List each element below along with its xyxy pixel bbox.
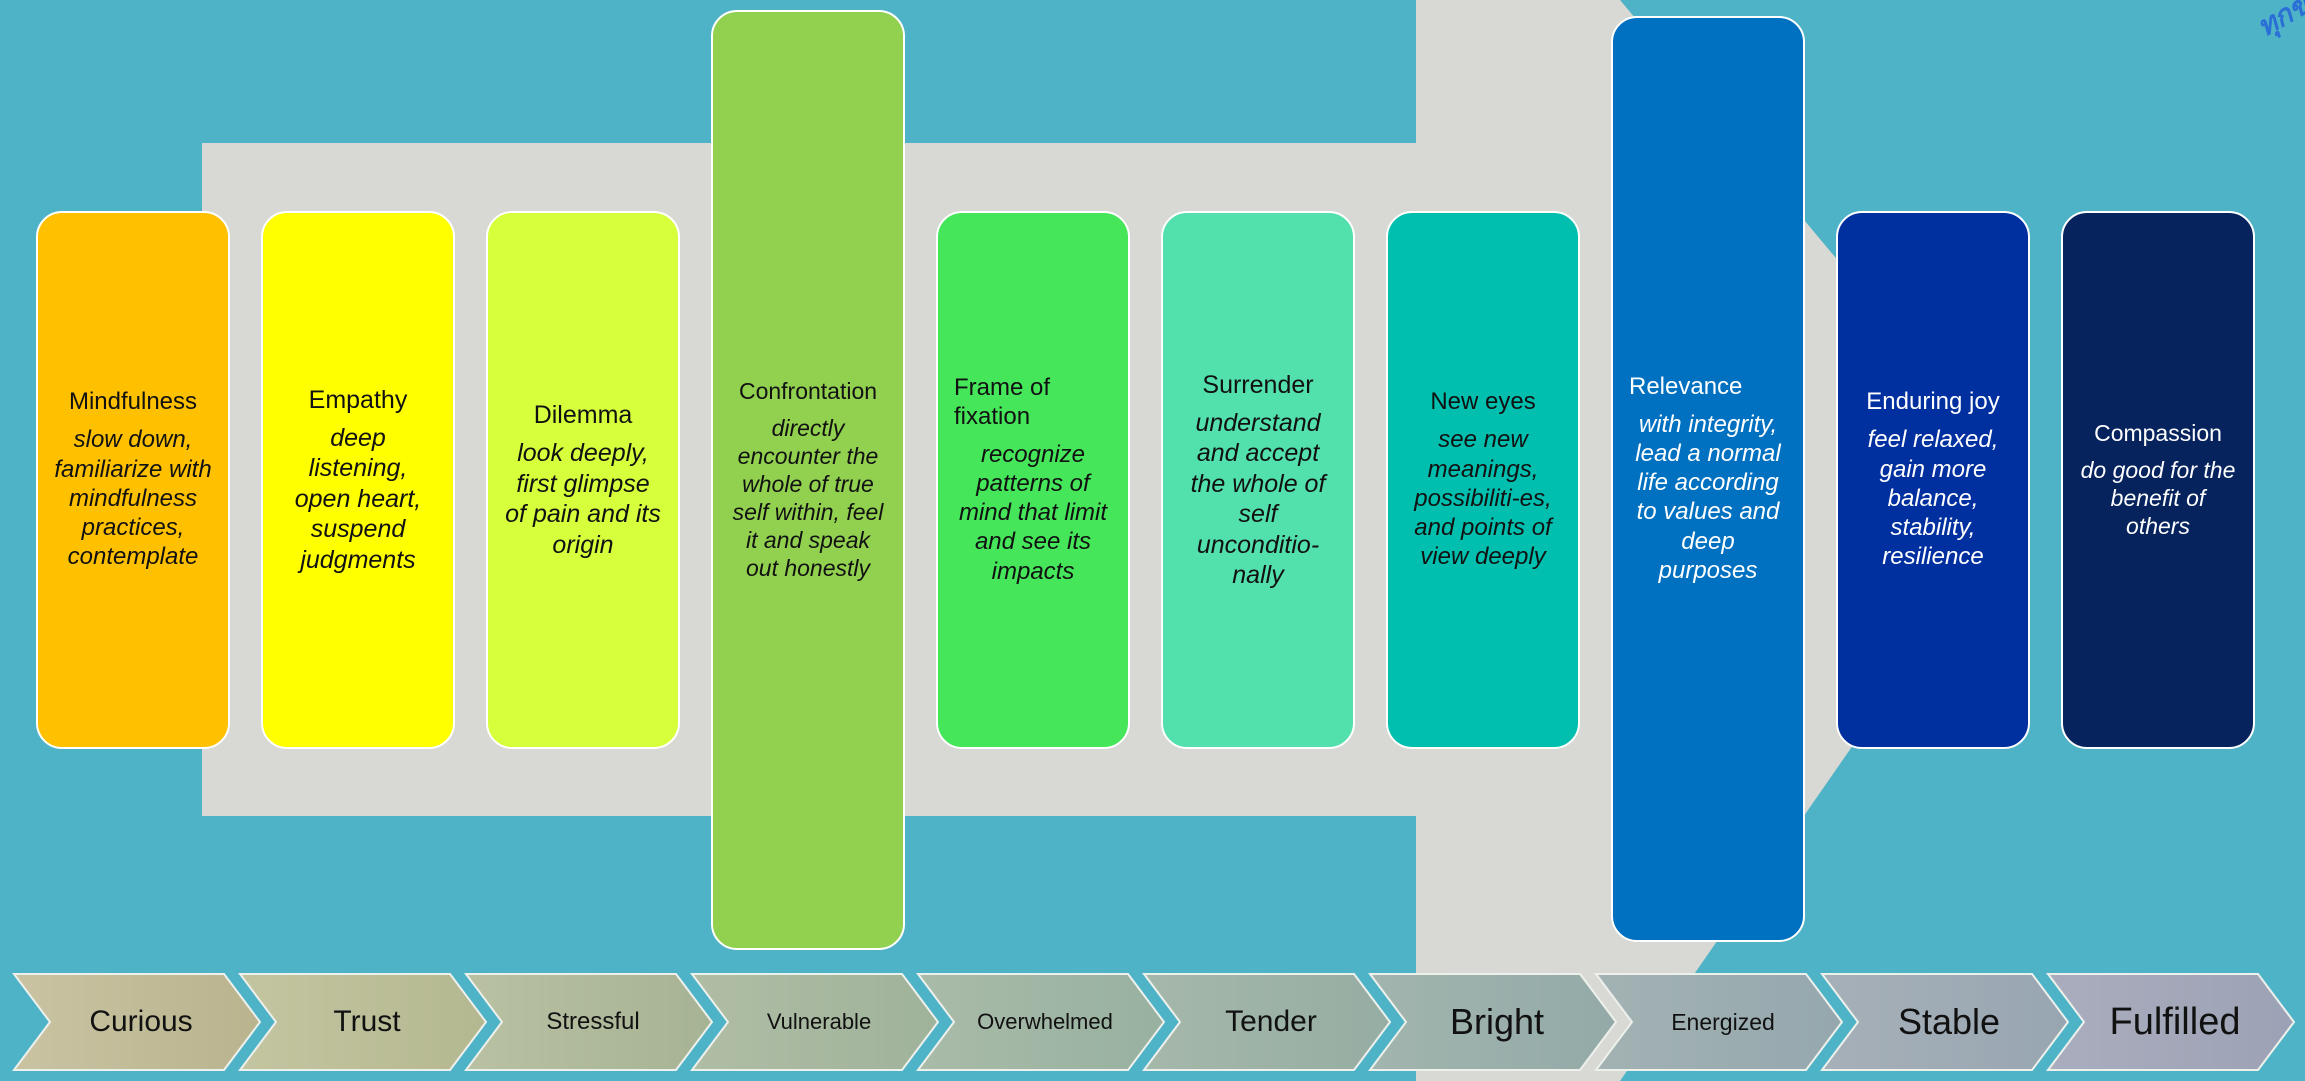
chevron-shape bbox=[916, 973, 1166, 1071]
feeling-chevron-bright: Bright bbox=[1368, 972, 1618, 1072]
feeling-label: Stable bbox=[1897, 1001, 2001, 1042]
stage-card-enduring-joy: Enduring joy feel relaxed, gain more bala… bbox=[1836, 211, 2030, 749]
feeling-chevron-trust: Trust bbox=[238, 972, 488, 1072]
stage-description: look deeply, first glimpse of pain and i… bbox=[505, 439, 661, 559]
feeling-chevron-fulfilled: Fulfilled bbox=[2046, 972, 2296, 1072]
stage-card-compassion: Compassion do good for the benefit of oth… bbox=[2061, 211, 2255, 749]
feeling-chevron-stable: Stable bbox=[1820, 972, 2070, 1072]
feeling-label: Fulfilled bbox=[2109, 1000, 2241, 1043]
stage-card-frame-of-fixation: Frame of fixation recognize patterns of m… bbox=[936, 211, 1130, 749]
stage-description: directly encounter the whole of true sel… bbox=[732, 414, 884, 581]
stage-description: feel relaxed, gain more balance, stabili… bbox=[1867, 426, 1999, 571]
stage-title: Confrontation bbox=[738, 378, 878, 405]
feeling-label: Vulnerable bbox=[766, 1009, 872, 1034]
feeling-chevron-vulnerable: Vulnerable bbox=[690, 972, 940, 1072]
stage-title: Surrender bbox=[1202, 370, 1314, 399]
stage-card-surrender: Surrender understand and accept the whole… bbox=[1161, 211, 1355, 749]
stage-card-relevance: Relevance with integrity, lead a normal l… bbox=[1611, 16, 1805, 942]
feeling-chevron-tender: Tender bbox=[1142, 972, 1392, 1072]
chevron-shape bbox=[690, 973, 940, 1071]
stage-description: with integrity, lead a normal life accor… bbox=[1635, 410, 1781, 584]
stage-description: recognize patterns of mind that limit an… bbox=[958, 440, 1108, 585]
stage-title: Frame of fixation bbox=[954, 374, 1051, 430]
feeling-label: Bright bbox=[1449, 1001, 1545, 1042]
stage-description: understand and accept the whole of self … bbox=[1190, 408, 1326, 590]
chevron-shape bbox=[1368, 973, 1618, 1071]
feeling-label: Stressful bbox=[546, 1008, 640, 1035]
stage-title: Mindfulness bbox=[68, 388, 198, 416]
feeling-label: Trust bbox=[333, 1005, 401, 1038]
stage-card-new-eyes: New eyes see new meanings, possibiliti-es… bbox=[1386, 211, 1580, 749]
stage-card-mindfulness: Mindfulness slow down, familiarize with m… bbox=[36, 211, 230, 749]
feeling-label: Overwhelmed bbox=[977, 1009, 1113, 1034]
feeling-chevron-stressful: Stressful bbox=[464, 972, 714, 1072]
chevron-shape bbox=[12, 973, 262, 1071]
chevron-shape bbox=[2046, 973, 2296, 1071]
feeling-chevron-curious: Curious bbox=[12, 972, 262, 1072]
chevron-shape bbox=[1820, 973, 2070, 1071]
feeling-chevron-overwhelmed: Overwhelmed bbox=[916, 972, 1166, 1072]
stage-title: Dilemma bbox=[533, 401, 633, 429]
chevron-shape bbox=[464, 973, 714, 1071]
feeling-label: Tender bbox=[1225, 1005, 1317, 1038]
stage-title: New eyes bbox=[1430, 388, 1536, 416]
stage-description: deep listening, open heart, suspend judg… bbox=[294, 423, 422, 574]
feeling-label: Curious bbox=[89, 1005, 193, 1038]
stage-card-confrontation: Confrontation directly encounter the whol… bbox=[711, 10, 905, 950]
chevron-shape bbox=[1594, 973, 1844, 1071]
stage-description: slow down, familiarize with mindfulness … bbox=[54, 426, 212, 571]
feeling-label: Energized bbox=[1671, 1008, 1775, 1035]
stage-description: do good for the benefit of others bbox=[2080, 456, 2236, 539]
stage-title: Enduring joy bbox=[1866, 388, 2000, 416]
stage-title: Empathy bbox=[308, 385, 408, 414]
feeling-chevron-energized: Energized bbox=[1594, 972, 1844, 1072]
stage-description: see new meanings, possibiliti-es, and po… bbox=[1414, 426, 1552, 571]
chevron-shape bbox=[238, 973, 488, 1071]
stage-card-dilemma: Dilemma look deeply, first glimpse of pai… bbox=[486, 211, 680, 749]
stage-title: Compassion bbox=[2094, 420, 2222, 447]
stage-title: Relevance bbox=[1629, 372, 1743, 400]
stage-card-empathy: Empathy deep listening, open heart, suspe… bbox=[261, 211, 455, 749]
chevron-shape bbox=[1142, 973, 1392, 1071]
